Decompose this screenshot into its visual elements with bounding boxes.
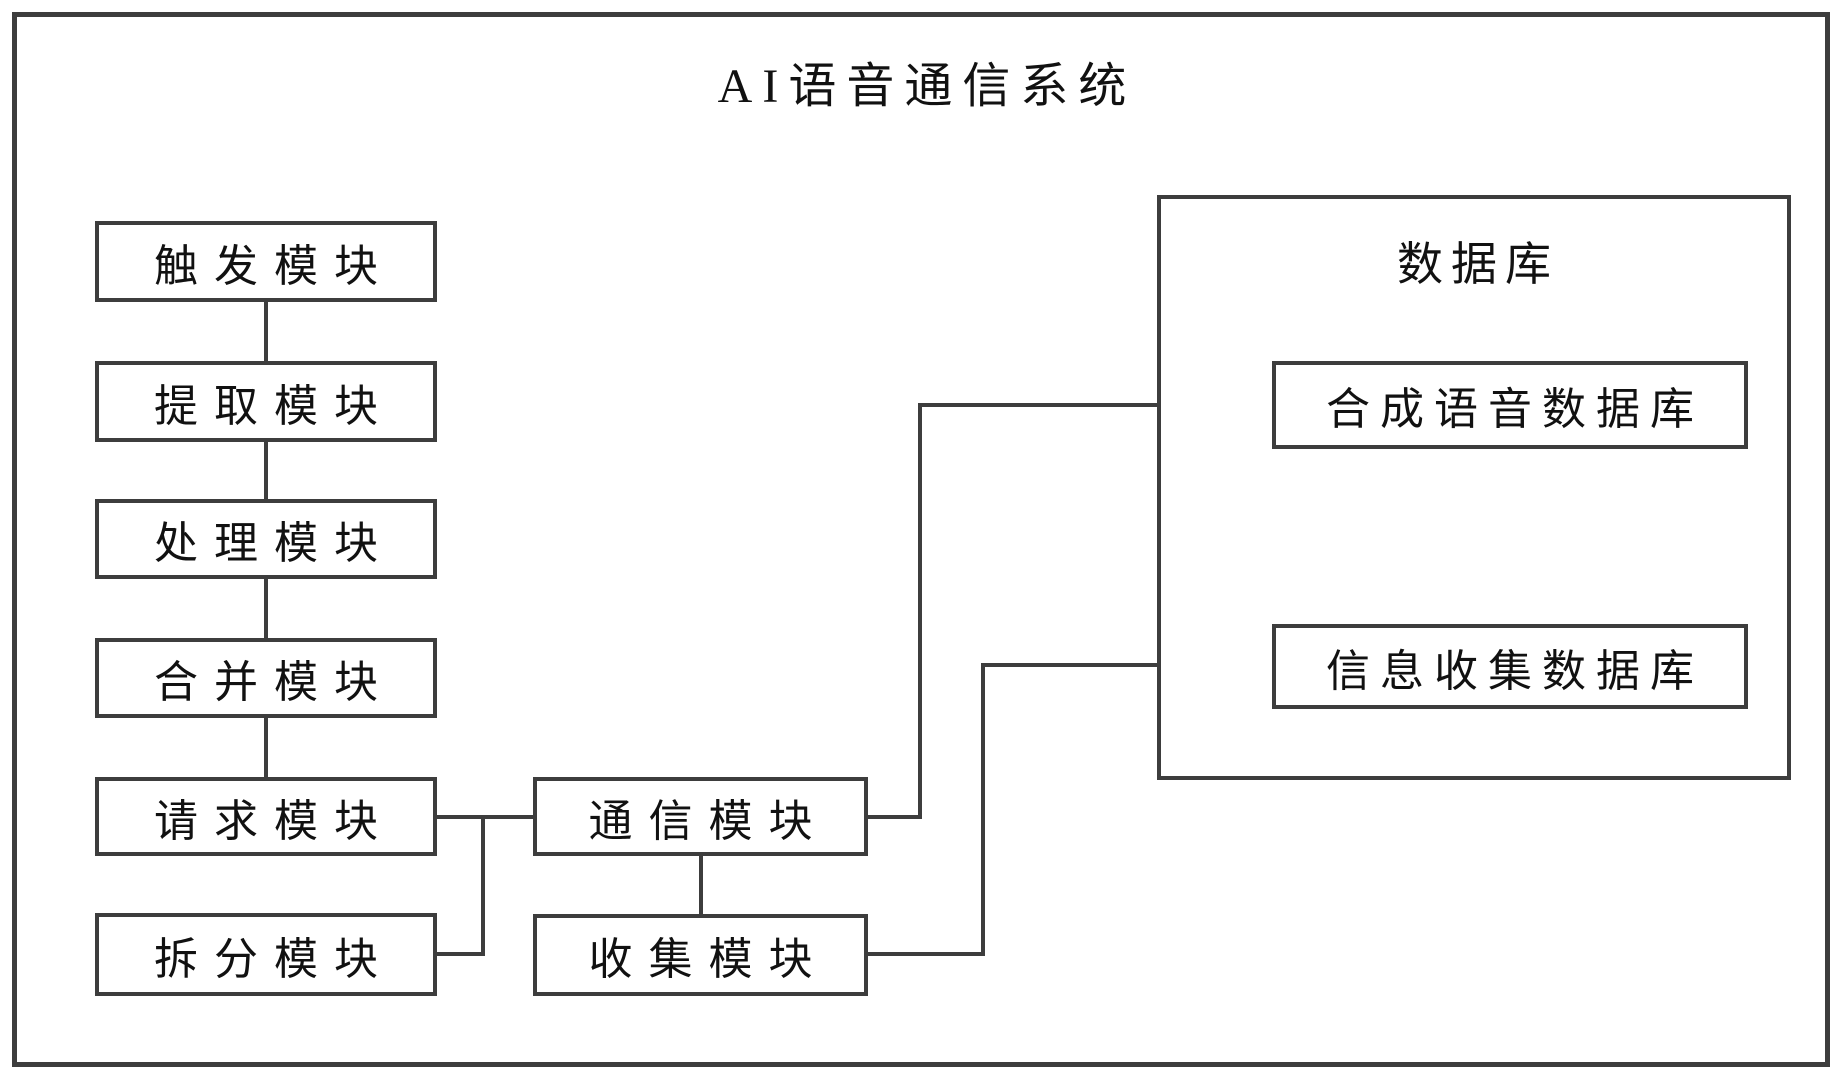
module-box-extract: 提取模块: [95, 361, 437, 442]
connector-trigger-extract: [264, 300, 268, 363]
database-box-synth-voice: 合成语音数据库: [1272, 361, 1748, 449]
connector-split-elbow: [435, 952, 485, 956]
module-box-split: 拆分模块: [95, 913, 437, 996]
connector-to-info-db: [981, 663, 1276, 667]
connector-extract-process: [264, 440, 268, 501]
module-box-trigger: 触发模块: [95, 221, 437, 302]
module-box-collection: 收集模块: [533, 914, 868, 996]
module-box-process: 处理模块: [95, 499, 437, 579]
connector-collect-right: [866, 952, 985, 956]
connector-comm-right: [866, 815, 922, 819]
module-box-communication: 通信模块: [533, 777, 868, 856]
connector-process-merge: [264, 577, 268, 640]
connector-comm-collect: [699, 854, 703, 916]
connector-request-comm: [435, 815, 535, 819]
connector-junction-down-split: [481, 815, 485, 956]
database-box-info-collect: 信息收集数据库: [1272, 624, 1748, 709]
database-label: 数据库: [1397, 239, 1559, 290]
connector-collect-up: [981, 663, 985, 956]
module-box-merge: 合并模块: [95, 638, 437, 718]
connector-comm-up: [918, 403, 922, 819]
module-box-request: 请求模块: [95, 777, 437, 856]
figure-border: [12, 12, 1830, 1067]
connector-to-synth-db: [918, 403, 1276, 407]
diagram-title: AI语音通信系统: [717, 60, 1137, 113]
connector-merge-request: [264, 716, 268, 779]
